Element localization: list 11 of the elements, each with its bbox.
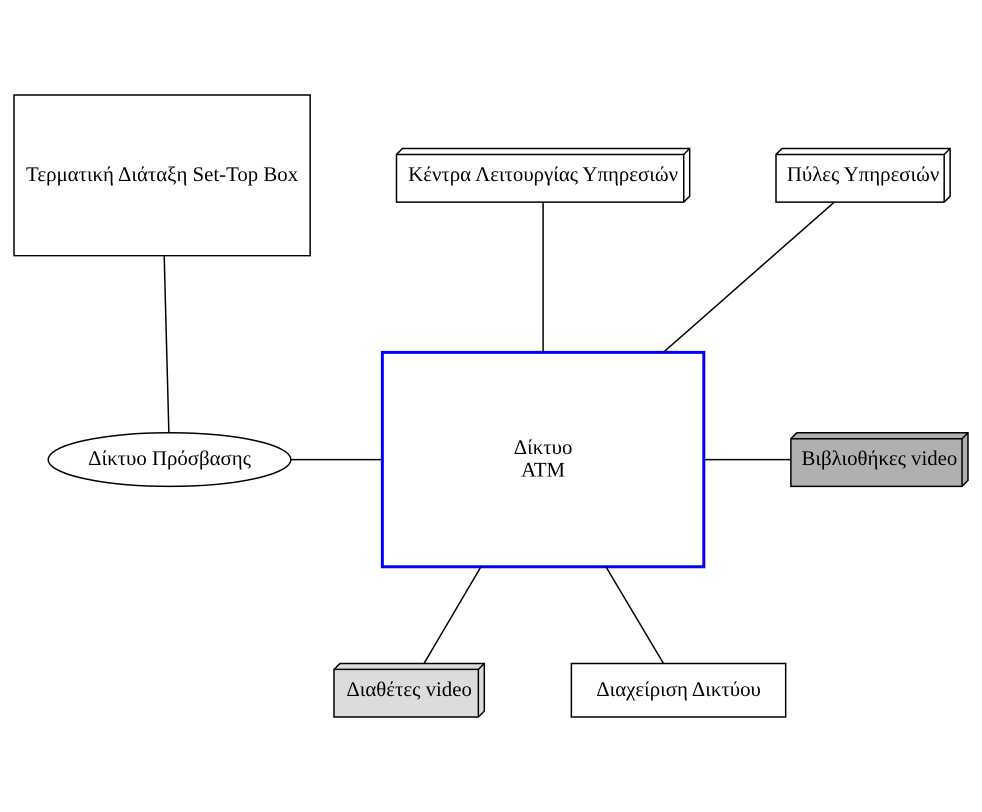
connector [704, 458, 790, 460]
connector [663, 202, 835, 353]
node-ellipse: Δίκτυο Πρόσβασης [48, 432, 292, 488]
connector [605, 566, 664, 664]
connector [424, 566, 482, 664]
node-box: Δίκτυο ATM [380, 350, 706, 568]
connector [290, 458, 382, 460]
connector [163, 256, 170, 433]
node-box: Τερματική Διάταξη Set-Top Box [13, 94, 311, 256]
connector [542, 202, 544, 352]
node-box: Διαχείριση Δικτύου [570, 662, 786, 718]
